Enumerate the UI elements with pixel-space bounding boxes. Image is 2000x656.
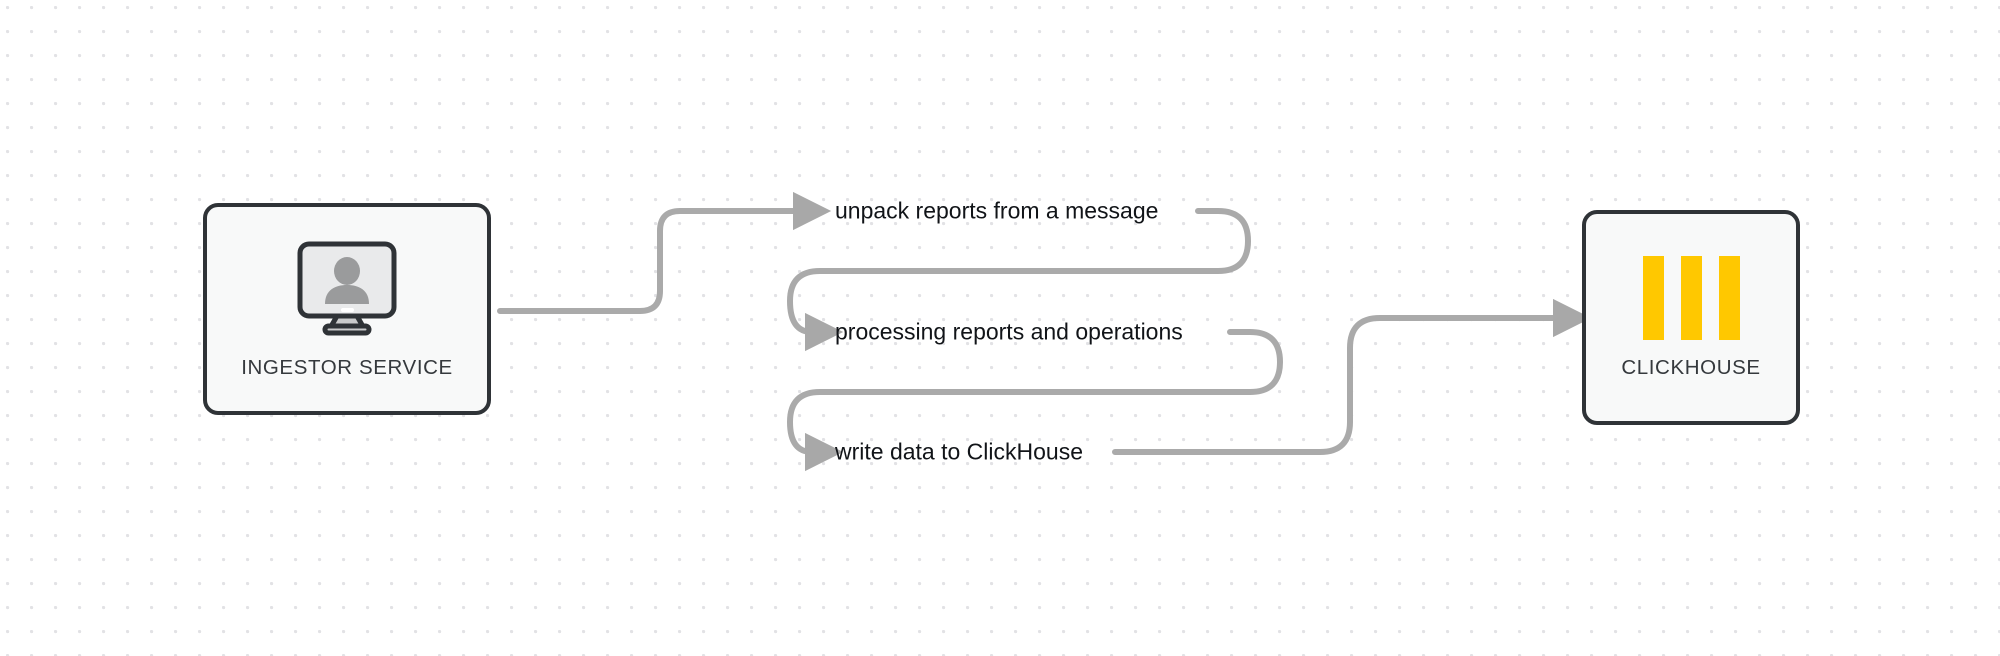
edge-ingestor-to-step1 [497,191,832,314]
monitor-user-icon [292,238,402,338]
clickhouse-bars-icon [1642,255,1740,340]
edge-label-processing-reports: processing reports and operations [835,318,1183,345]
clickhouse-bar-3 [1718,255,1740,340]
node-ingestor-service[interactable]: INGESTOR SERVICE [203,203,491,415]
edge-label-unpack-reports: unpack reports from a message [835,197,1159,224]
edge-step1-to-step2 [786,208,1252,352]
node-clickhouse-label: CLICKHOUSE [1621,355,1761,379]
edge-label-write-data: write data to ClickHouse [835,438,1083,465]
clickhouse-bar-1 [1642,255,1664,340]
clickhouse-bar-2 [1680,255,1702,340]
edge-step2-to-step3 [786,329,1284,472]
node-clickhouse[interactable]: CLICKHOUSE [1582,210,1800,425]
node-ingestor-service-label: INGESTOR SERVICE [241,356,453,379]
